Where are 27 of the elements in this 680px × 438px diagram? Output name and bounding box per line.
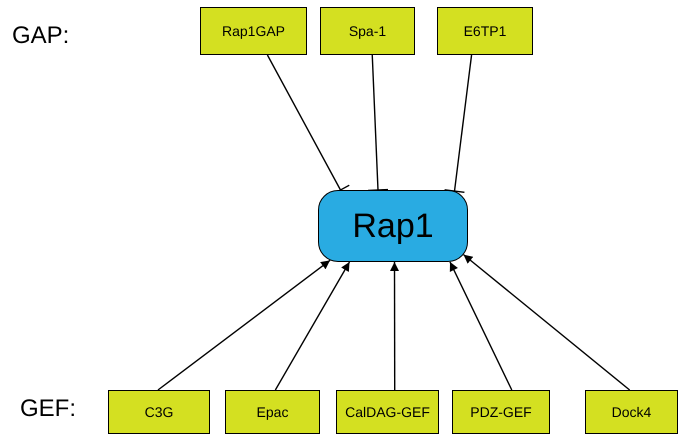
- node-label: PDZ-GEF: [470, 404, 532, 420]
- regulator-box: [452, 390, 550, 434]
- regulator-box: [108, 390, 210, 434]
- node-label: CalDAG-GEF: [345, 404, 430, 420]
- arrow: [390, 262, 400, 390]
- arrow: [449, 262, 512, 390]
- regulator-box: [225, 390, 320, 434]
- group-label: GAP:: [12, 22, 70, 50]
- regulator-box: [320, 7, 415, 55]
- node-label: Dock4: [612, 404, 652, 420]
- arrow: [158, 260, 330, 391]
- node-label: Rap1GAP: [222, 23, 286, 39]
- regulator-box: [336, 390, 439, 434]
- inhibition-line: [444, 54, 472, 194]
- regulator-box: [437, 7, 533, 55]
- node-label: Epac: [256, 404, 288, 420]
- regulator-box: [200, 7, 307, 55]
- inhibition-line: [367, 54, 389, 192]
- node-label: Rap1: [352, 206, 434, 246]
- regulator-box: [585, 390, 678, 434]
- arrow: [274, 262, 350, 390]
- node-label: E6TP1: [464, 23, 506, 39]
- node-label: Spa-1: [348, 23, 386, 39]
- group-label: GEF:: [20, 395, 76, 423]
- arrow: [463, 254, 630, 391]
- protein-box: [318, 190, 468, 262]
- node-label: C3G: [144, 404, 174, 420]
